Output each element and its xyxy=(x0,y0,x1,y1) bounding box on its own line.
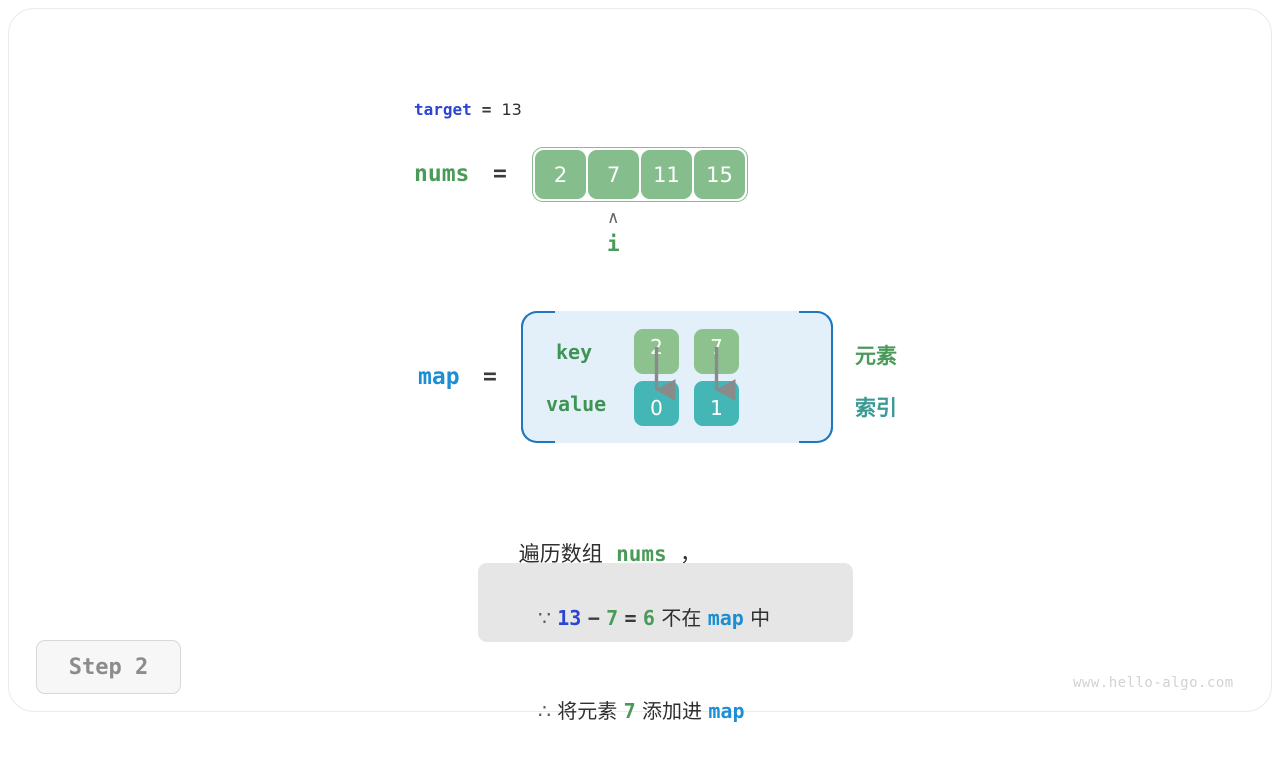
diagram-canvas: target = 13 nums = 2 7 11 15 ∧ i map = k… xyxy=(8,8,1272,723)
map-key-cell[interactable]: 2 xyxy=(634,329,679,374)
map-bracket-right xyxy=(807,311,833,443)
note-equals: = xyxy=(624,606,637,630)
map-value-cell[interactable]: 1 xyxy=(694,381,739,426)
target-value: 13 xyxy=(501,99,522,119)
pointer-caret-icon: ∧ xyxy=(607,208,620,228)
array-cell[interactable]: 2 xyxy=(535,150,586,199)
array-cell[interactable]: 7 xyxy=(588,150,639,199)
note-operand-b: 7 xyxy=(606,606,619,630)
note-line-1: ∵ 13 − 7 = 6 不在 map 中 xyxy=(500,572,831,665)
map-key-cell[interactable]: 7 xyxy=(694,329,739,374)
map-key-cell-text: 2 xyxy=(650,334,663,359)
note-operand-a: 13 xyxy=(557,606,582,630)
array-outer-border xyxy=(532,147,748,202)
map-value-cell-text: 1 xyxy=(710,395,723,420)
map-label: map xyxy=(418,364,460,390)
nums-equals: = xyxy=(493,161,507,187)
description-line: 遍历数组 nums ， xyxy=(492,514,701,592)
description-var: nums xyxy=(616,542,667,566)
nums-label: nums xyxy=(414,161,470,187)
map-value-row-label: value xyxy=(546,392,607,416)
target-row: target = 13 xyxy=(414,93,522,125)
description-suffix: ， xyxy=(680,542,701,566)
note2-num: 7 xyxy=(623,699,636,723)
note-map-var: map xyxy=(707,606,744,630)
index-side-label: 索引 xyxy=(855,396,897,420)
array-cell[interactable]: 15 xyxy=(694,150,745,199)
watermark: www.hello-algo.com xyxy=(1073,675,1234,691)
map-bracket-left xyxy=(521,311,547,443)
because-symbol: ∵ xyxy=(538,606,551,630)
note2-text-mid: 添加进 xyxy=(642,699,703,723)
description-prefix: 遍历数组 xyxy=(518,542,603,566)
map-equals: = xyxy=(483,364,497,390)
map-container xyxy=(521,311,833,443)
step-badge: Step 2 xyxy=(36,640,181,694)
therefore-symbol: ∴ xyxy=(538,699,551,723)
element-side-label: 元素 xyxy=(855,344,897,368)
map-value-cell-text: 0 xyxy=(650,395,663,420)
note2-map-var: map xyxy=(708,699,745,723)
map-key-row-label: key xyxy=(556,340,593,364)
note-minus: − xyxy=(587,606,600,630)
array-cell[interactable]: 11 xyxy=(641,150,692,199)
target-label: target xyxy=(414,99,472,119)
step-badge-text: Step 2 xyxy=(68,654,149,680)
note-line-2: ∴ 将元素 7 添加进 map xyxy=(500,665,831,758)
note2-text-start: 将元素 xyxy=(557,699,618,723)
array-cells: 2 7 11 15 xyxy=(535,150,745,199)
map-key-cell-text: 7 xyxy=(710,334,723,359)
note-result: 6 xyxy=(642,606,655,630)
note-box: ∵ 13 − 7 = 6 不在 map 中 ∴ 将元素 7 添加进 map xyxy=(478,563,853,723)
note-text-end: 中 xyxy=(750,606,771,630)
map-value-cell[interactable]: 0 xyxy=(634,381,679,426)
target-equals: = xyxy=(481,99,492,119)
pointer-i-label: i xyxy=(607,232,620,256)
note-text-mid: 不在 xyxy=(661,606,702,630)
